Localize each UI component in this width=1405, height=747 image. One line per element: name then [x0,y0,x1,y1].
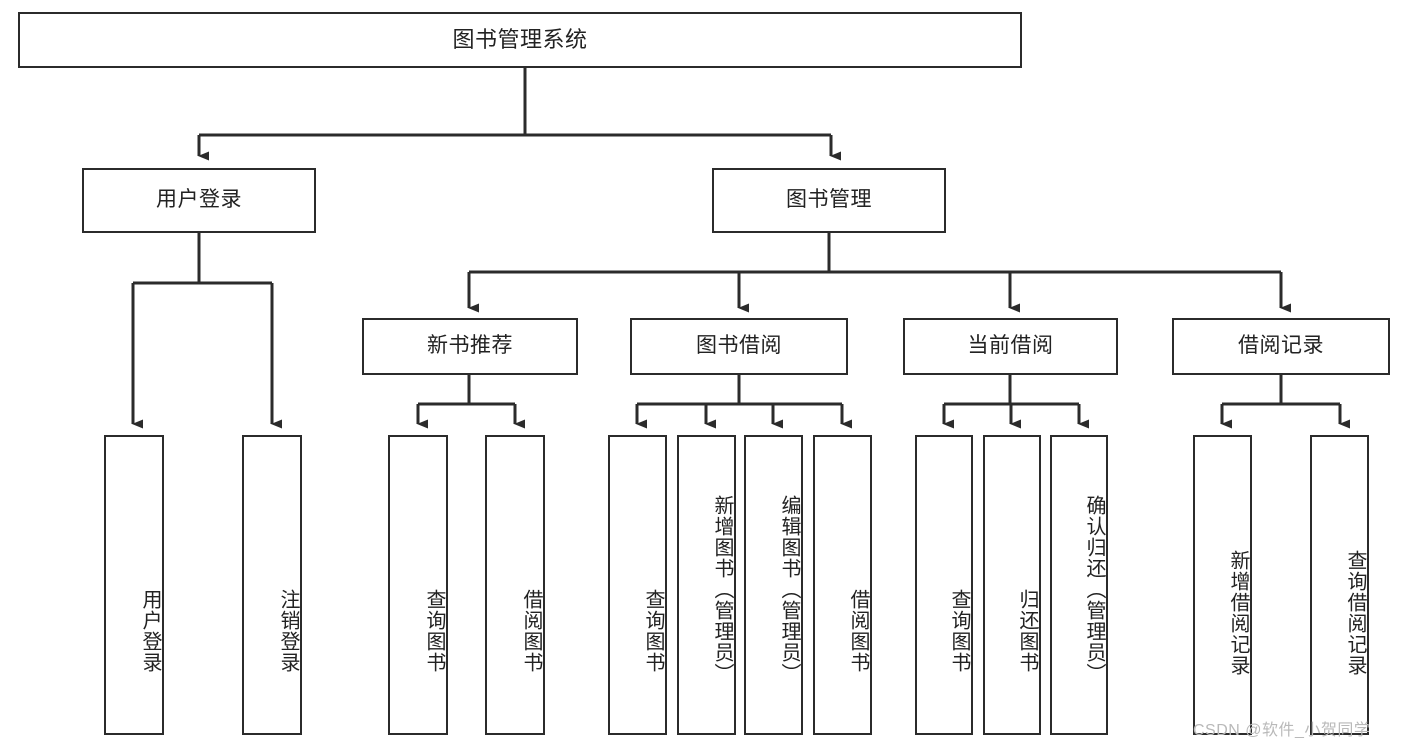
node-user-login[interactable]: 用户登录 [82,168,316,233]
node-book-management-label: 图书管理 [786,188,872,212]
leaf-query-book-borrow-label: 查询图书 [642,589,664,673]
node-current-borrowing[interactable]: 当前借阅 [903,318,1118,375]
node-root-label: 图书管理系统 [452,27,588,53]
node-root-book-management-system[interactable]: 图书管理系统 [18,12,1022,68]
leaf-borrow-book-new[interactable]: 借阅图书 [485,435,545,735]
leaf-borrow-book-borrow-label: 借阅图书 [847,589,869,673]
node-book-borrowing[interactable]: 图书借阅 [630,318,848,375]
leaf-add-borrow-record-label: 新增借阅记录 [1227,550,1249,676]
csdn-watermark: CSDN @软件_小贺同学 [1193,722,1371,739]
leaf-return-book-label: 归还图书 [1016,589,1038,673]
node-book-borrowing-label: 图书借阅 [696,334,782,358]
leaf-query-book-current-label: 查询图书 [948,589,970,673]
leaf-query-borrow-record[interactable]: 查询借阅记录 [1310,435,1369,735]
leaf-add-borrow-record[interactable]: 新增借阅记录 [1193,435,1252,735]
node-borrowing-records-label: 借阅记录 [1238,334,1324,358]
leaf-query-book-current[interactable]: 查询图书 [915,435,973,735]
leaf-user-login[interactable]: 用户登录 [104,435,164,735]
leaf-add-book-admin-label: 新增图书（管理员） [711,494,733,684]
leaf-user-login-label: 用户登录 [139,589,161,673]
node-new-book-recommendation-label: 新书推荐 [427,334,513,358]
leaf-query-book-new[interactable]: 查询图书 [388,435,448,735]
leaf-logout[interactable]: 注销登录 [242,435,302,735]
leaf-edit-book-admin[interactable]: 编辑图书（管理员） [744,435,803,735]
leaf-edit-book-admin-label: 编辑图书（管理员） [778,494,800,684]
node-user-login-label: 用户登录 [156,188,242,212]
leaf-query-book-borrow[interactable]: 查询图书 [608,435,667,735]
leaf-return-book[interactable]: 归还图书 [983,435,1041,735]
node-book-management[interactable]: 图书管理 [712,168,946,233]
node-borrowing-records[interactable]: 借阅记录 [1172,318,1390,375]
leaf-borrow-book-new-label: 借阅图书 [520,589,542,673]
leaf-query-borrow-record-label: 查询借阅记录 [1344,550,1366,676]
leaf-confirm-return-admin-label: 确认归还（管理员） [1083,494,1105,684]
leaf-add-book-admin[interactable]: 新增图书（管理员） [677,435,736,735]
leaf-borrow-book-borrow[interactable]: 借阅图书 [813,435,872,735]
leaf-confirm-return-admin[interactable]: 确认归还（管理员） [1050,435,1108,735]
node-current-borrowing-label: 当前借阅 [967,334,1054,358]
leaf-logout-label: 注销登录 [277,589,299,673]
leaf-query-book-new-label: 查询图书 [423,589,445,673]
node-new-book-recommendation[interactable]: 新书推荐 [362,318,578,375]
